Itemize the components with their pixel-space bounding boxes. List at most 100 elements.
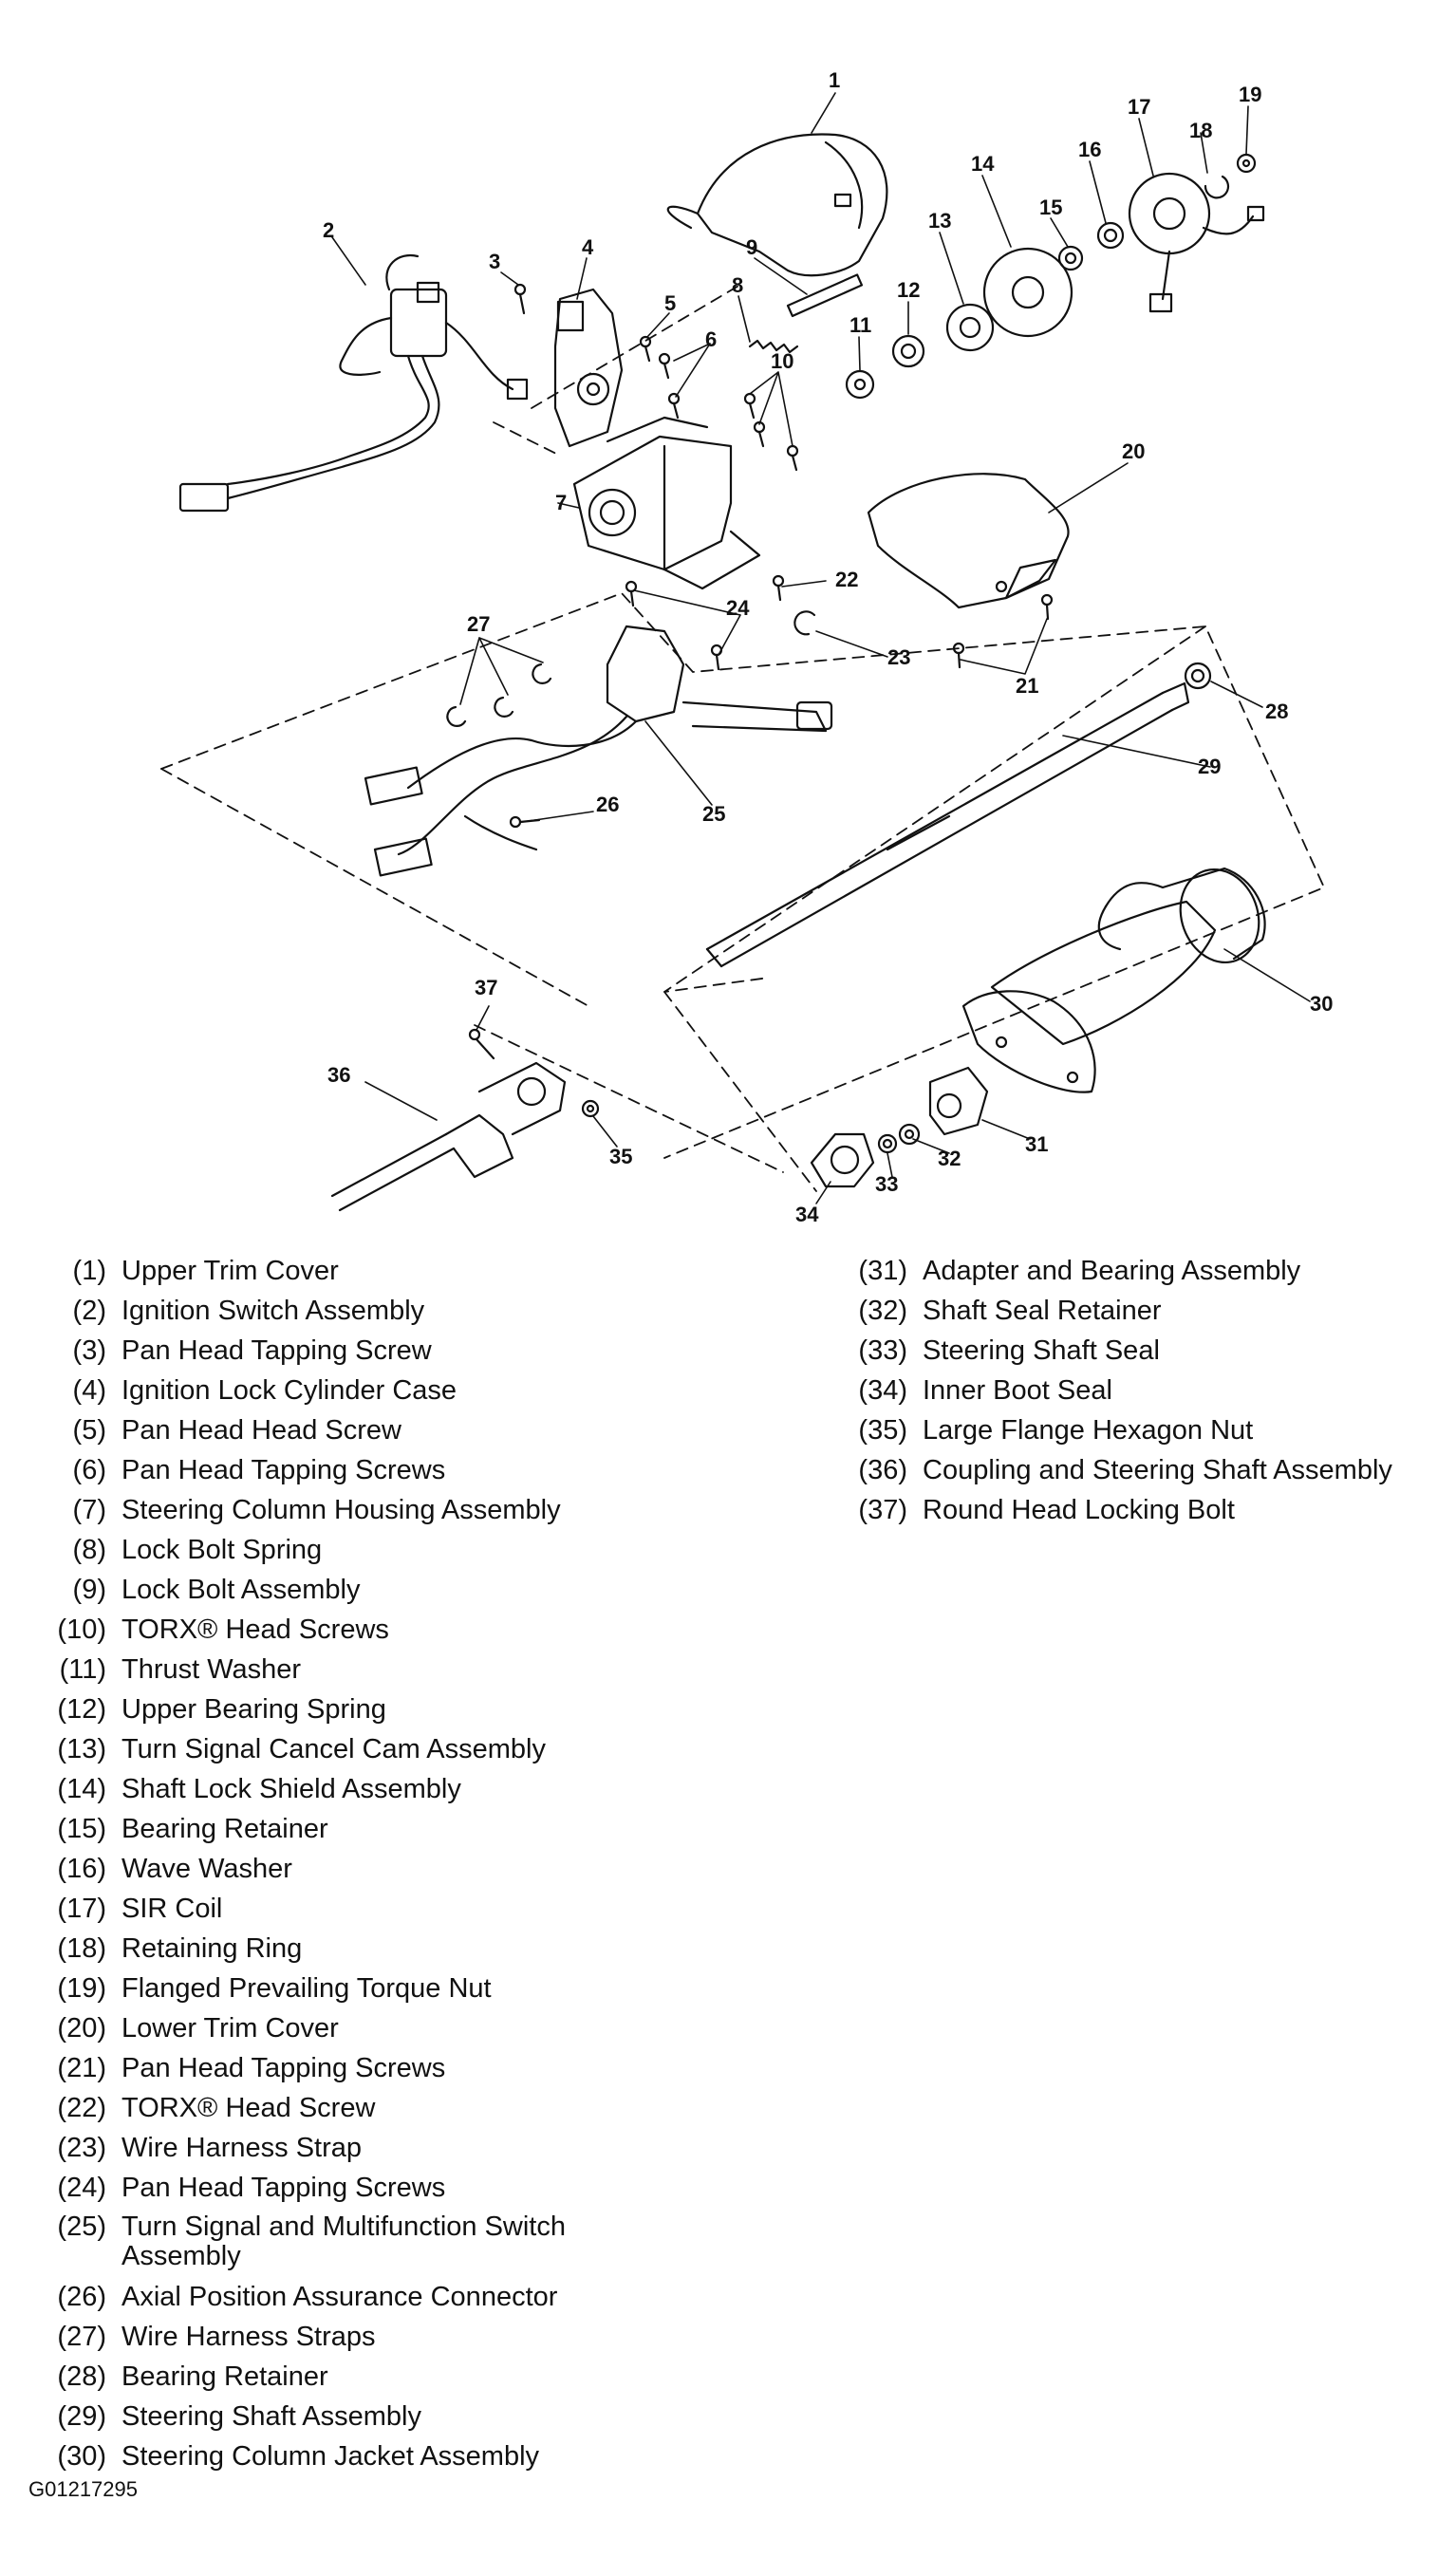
legend-item: (33)Steering Shaft Seal bbox=[858, 1335, 1160, 1366]
legend-item: (3)Pan Head Tapping Screw bbox=[72, 1335, 432, 1366]
legend-item: (34)Inner Boot Seal bbox=[858, 1375, 1112, 1406]
callout-15: 15 bbox=[1039, 196, 1062, 219]
legend-item: (21)Pan Head Tapping Screws bbox=[57, 2053, 446, 2083]
part-steering-shaft bbox=[705, 681, 1190, 968]
legend-item: (9)Lock Bolt Assembly bbox=[72, 1575, 361, 1605]
callout-32: 32 bbox=[938, 1147, 961, 1170]
part-bearing-retainer-15 bbox=[1057, 245, 1084, 271]
legend-item: (27)Wire Harness Straps bbox=[57, 2322, 376, 2352]
part-steering-shaft-seal bbox=[877, 1133, 898, 1154]
callout-18: 18 bbox=[1189, 119, 1212, 142]
legend-item: (32)Shaft Seal Retainer bbox=[858, 1296, 1162, 1326]
callout-35: 35 bbox=[609, 1145, 632, 1168]
callout-30: 30 bbox=[1310, 992, 1333, 1016]
legend-item: (25)Turn Signal and Multifunction Switch… bbox=[57, 2212, 566, 2271]
legend-item: (23)Wire Harness Strap bbox=[57, 2133, 363, 2163]
legend-item: (6)Pan Head Tapping Screws bbox=[72, 1455, 446, 1485]
part-large-flange-hex-nut bbox=[581, 1099, 600, 1118]
legend-item: (20)Lower Trim Cover bbox=[57, 2013, 339, 2044]
legend-item: (30)Steering Column Jacket Assembly bbox=[57, 2441, 540, 2472]
legend-item: (37)Round Head Locking Bolt bbox=[858, 1495, 1235, 1525]
callout-3: 3 bbox=[489, 250, 500, 273]
callout-2: 2 bbox=[323, 218, 334, 242]
parts-legend-left: (1)Upper Trim Cover (2)Ignition Switch A… bbox=[27, 1251, 672, 2476]
part-inner-boot-seal bbox=[810, 1132, 875, 1188]
part-pan-head-tapping-screw bbox=[513, 283, 527, 315]
part-pan-head-tapping-screws-21 bbox=[952, 593, 1054, 669]
callout-23: 23 bbox=[887, 645, 910, 669]
assembly-dashed-lines bbox=[160, 284, 1325, 1192]
part-lock-bolt-spring bbox=[748, 339, 799, 354]
callout-22: 22 bbox=[835, 568, 858, 591]
figure-code: G01217295 bbox=[28, 2477, 138, 2501]
part-coupling-shaft-assembly bbox=[330, 1061, 567, 1212]
legend-item: (17)SIR Coil bbox=[57, 1894, 223, 1924]
callout-13: 13 bbox=[928, 209, 951, 233]
callout-28: 28 bbox=[1265, 700, 1288, 723]
leader-lines bbox=[331, 92, 1311, 1204]
callout-36: 36 bbox=[327, 1063, 350, 1087]
legend-item: (1)Upper Trim Cover bbox=[72, 1256, 339, 1286]
callout-29: 29 bbox=[1198, 755, 1221, 778]
callout-11: 11 bbox=[849, 313, 871, 337]
part-wave-washer bbox=[1096, 221, 1125, 250]
legend-item: (10)TORX® Head Screws bbox=[57, 1614, 389, 1645]
legend-item: (29)Steering Shaft Assembly bbox=[57, 2401, 421, 2432]
legend-item: (12)Upper Bearing Spring bbox=[57, 1694, 386, 1725]
callout-37: 37 bbox=[475, 976, 497, 999]
callout-19: 19 bbox=[1239, 83, 1261, 106]
callout-1: 1 bbox=[829, 68, 840, 92]
part-lower-trim-cover bbox=[867, 473, 1070, 609]
part-sir-coil bbox=[1128, 172, 1265, 313]
legend-item: (24)Pan Head Tapping Screws bbox=[57, 2173, 446, 2203]
callout-4: 4 bbox=[582, 235, 594, 259]
legend-item: (26)Axial Position Assurance Connector bbox=[57, 2282, 558, 2312]
part-flanged-torque-nut bbox=[1236, 153, 1257, 174]
part-retaining-ring bbox=[1204, 175, 1230, 199]
legend-item: (19)Flanged Prevailing Torque Nut bbox=[57, 1973, 492, 2004]
callout-31: 31 bbox=[1025, 1132, 1048, 1156]
legend-item: (35)Large Flange Hexagon Nut bbox=[858, 1415, 1254, 1446]
legend-item: (5)Pan Head Head Screw bbox=[72, 1415, 401, 1446]
callout-12: 12 bbox=[897, 278, 920, 302]
legend-item: (4)Ignition Lock Cylinder Case bbox=[72, 1375, 457, 1406]
legend-item: (13)Turn Signal Cancel Cam Assembly bbox=[57, 1734, 546, 1764]
callout-27: 27 bbox=[467, 612, 490, 636]
part-ignition-lock-cylinder-case bbox=[553, 288, 624, 448]
part-turn-signal-switch bbox=[364, 625, 833, 877]
legend-item: (8)Lock Bolt Spring bbox=[72, 1535, 323, 1565]
part-shaft-seal-retainer bbox=[898, 1123, 921, 1146]
part-shaft-lock-shield bbox=[982, 247, 1073, 338]
part-turn-signal-cancel-cam bbox=[945, 303, 995, 352]
part-lock-bolt-assembly bbox=[786, 273, 864, 318]
part-adapter-bearing-assembly bbox=[928, 1066, 989, 1136]
exploded-view-diagram: 1 2 3 4 5 6 7 8 9 10 11 12 13 14 15 16 1… bbox=[160, 68, 1333, 1226]
part-torx-head-screws bbox=[743, 392, 799, 472]
part-ignition-switch bbox=[178, 253, 529, 513]
callout-24: 24 bbox=[726, 596, 750, 620]
legend-item: (18)Retaining Ring bbox=[57, 1933, 303, 1964]
legend-item: (2)Ignition Switch Assembly bbox=[72, 1296, 425, 1326]
part-wire-harness-straps bbox=[446, 663, 552, 727]
legend-item: (28)Bearing Retainer bbox=[57, 2361, 328, 2392]
callout-7: 7 bbox=[555, 491, 567, 514]
part-torx-head-screw-22 bbox=[772, 574, 785, 602]
callout-17: 17 bbox=[1128, 95, 1150, 119]
callout-8: 8 bbox=[732, 273, 743, 297]
callout-10: 10 bbox=[771, 349, 793, 373]
callout-26: 26 bbox=[596, 793, 619, 816]
legend-item: (11)Thrust Washer bbox=[59, 1654, 302, 1685]
callout-14: 14 bbox=[971, 152, 995, 176]
legend-item: (14)Shaft Lock Shield Assembly bbox=[57, 1774, 461, 1804]
legend-item: (31)Adapter and Bearing Assembly bbox=[858, 1256, 1301, 1286]
callout-6: 6 bbox=[705, 327, 717, 351]
legend-item: (22)TORX® Head Screw bbox=[57, 2093, 376, 2123]
part-steering-column-jacket bbox=[961, 867, 1266, 1093]
callout-9: 9 bbox=[746, 235, 757, 259]
part-pan-head-tapping-screws-24 bbox=[625, 580, 723, 671]
part-bearing-retainer-28 bbox=[1184, 662, 1212, 690]
part-steering-column-housing bbox=[572, 416, 761, 590]
part-round-head-locking-bolt bbox=[468, 1028, 495, 1060]
callout-34: 34 bbox=[795, 1203, 819, 1226]
callout-33: 33 bbox=[875, 1172, 898, 1196]
